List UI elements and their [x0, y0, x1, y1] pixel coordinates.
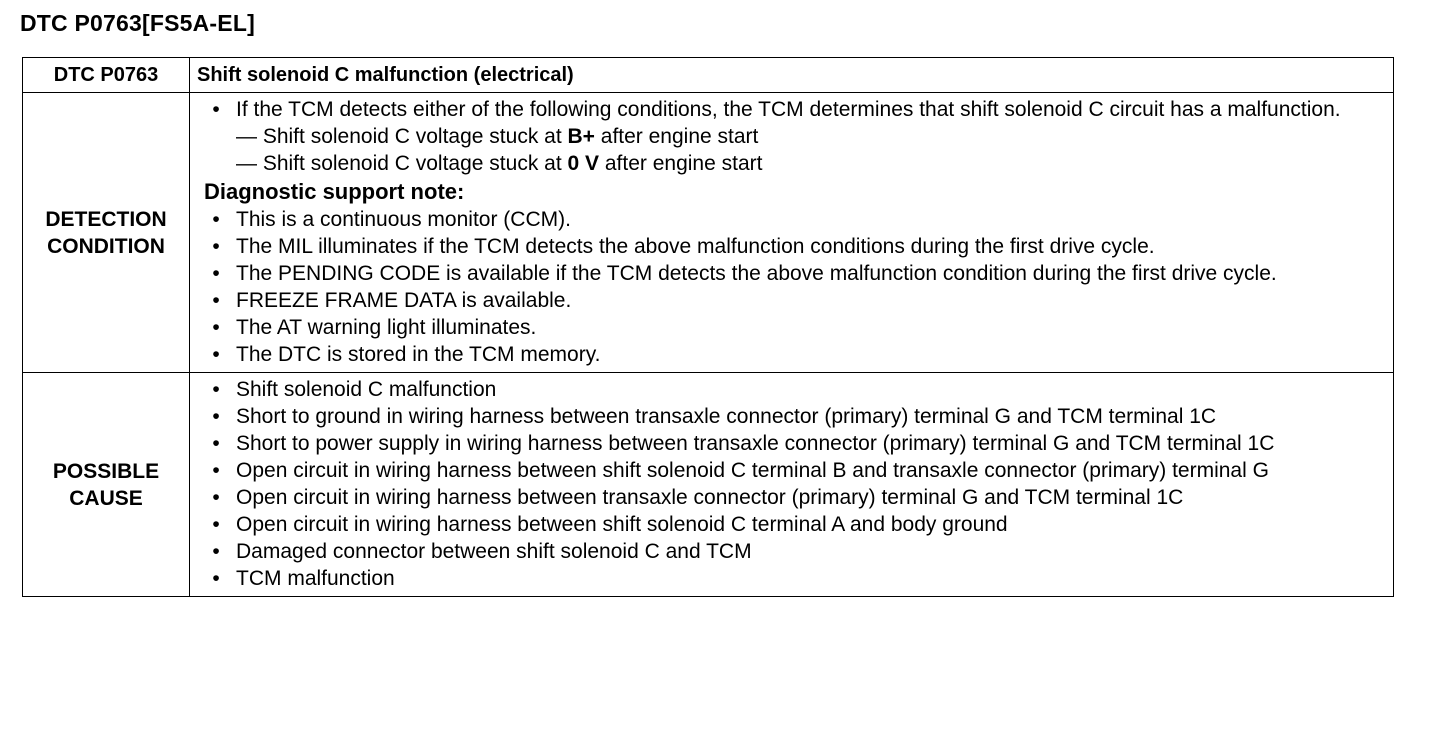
bullet-icon: •	[212, 316, 220, 339]
detection-condition-label: DETECTION CONDITION	[22, 92, 190, 373]
bullet-icon: •	[212, 98, 220, 121]
bullet-icon: •	[212, 540, 220, 563]
possible-cause-label: POSSIBLE CAUSE	[22, 372, 190, 597]
condition-sub-list: — Shift solenoid C voltage stuck at B+ a…	[236, 123, 1385, 177]
bullet-icon: •	[212, 513, 220, 536]
bullet-icon: •	[212, 378, 220, 401]
sub-list-item: — Shift solenoid C voltage stuck at 0 V …	[236, 152, 763, 175]
bullet-icon: •	[212, 459, 220, 482]
bullet-icon: •	[212, 567, 220, 590]
dtc-description-cell: Shift solenoid C malfunction (electrical…	[189, 57, 1394, 93]
list-item: •The AT warning light illuminates.	[204, 314, 1385, 341]
list-item: •Short to ground in wiring harness betwe…	[204, 403, 1385, 430]
list-item: •This is a continuous monitor (CCM).	[204, 206, 1385, 233]
possible-cause-row: POSSIBLE CAUSE •Shift solenoid C malfunc…	[22, 372, 1394, 597]
list-item: •The MIL illuminates if the TCM detects …	[204, 233, 1385, 260]
detection-list: • If the TCM detects either of the follo…	[204, 96, 1385, 177]
list-item: •Short to power supply in wiring harness…	[204, 430, 1385, 457]
bullet-icon: •	[212, 486, 220, 509]
list-item: •TCM malfunction	[204, 565, 1385, 592]
bullet-icon: •	[212, 343, 220, 366]
list-item: •FREEZE FRAME DATA is available.	[204, 287, 1385, 314]
list-item: •The DTC is stored in the TCM memory.	[204, 341, 1385, 368]
list-item: •Shift solenoid C malfunction	[204, 376, 1385, 403]
bullet-icon: •	[212, 405, 220, 428]
detection-condition-content: • If the TCM detects either of the follo…	[189, 92, 1394, 373]
bullet-icon: •	[212, 208, 220, 231]
dtc-code-cell: DTC P0763	[22, 57, 190, 93]
list-item: •Open circuit in wiring harness between …	[204, 511, 1385, 538]
list-item: •Open circuit in wiring harness between …	[204, 484, 1385, 511]
bullet-icon: •	[212, 432, 220, 455]
sub-list-item: — Shift solenoid C voltage stuck at B+ a…	[236, 125, 759, 148]
detection-condition-row: DETECTION CONDITION • If the TCM detects…	[22, 92, 1394, 373]
dtc-table: DTC P0763 Shift solenoid C malfunction (…	[22, 57, 1394, 597]
cause-list: •Shift solenoid C malfunction •Short to …	[204, 376, 1385, 592]
list-item: •The PENDING CODE is available if the TC…	[204, 260, 1385, 287]
table-header-row: DTC P0763 Shift solenoid C malfunction (…	[22, 57, 1394, 93]
diagnostic-note-list: •This is a continuous monitor (CCM). •Th…	[204, 206, 1385, 368]
bullet-icon: •	[212, 289, 220, 312]
list-item: •Open circuit in wiring harness between …	[204, 457, 1385, 484]
diagnostic-note-heading: Diagnostic support note:	[204, 179, 465, 204]
list-item: •Damaged connector between shift solenoi…	[204, 538, 1385, 565]
list-item: • If the TCM detects either of the follo…	[204, 96, 1385, 177]
page-title: DTC P0763[FS5A-EL]	[20, 10, 255, 36]
bullet-icon: •	[212, 235, 220, 258]
bullet-icon: •	[212, 262, 220, 285]
possible-cause-content: •Shift solenoid C malfunction •Short to …	[189, 372, 1394, 597]
